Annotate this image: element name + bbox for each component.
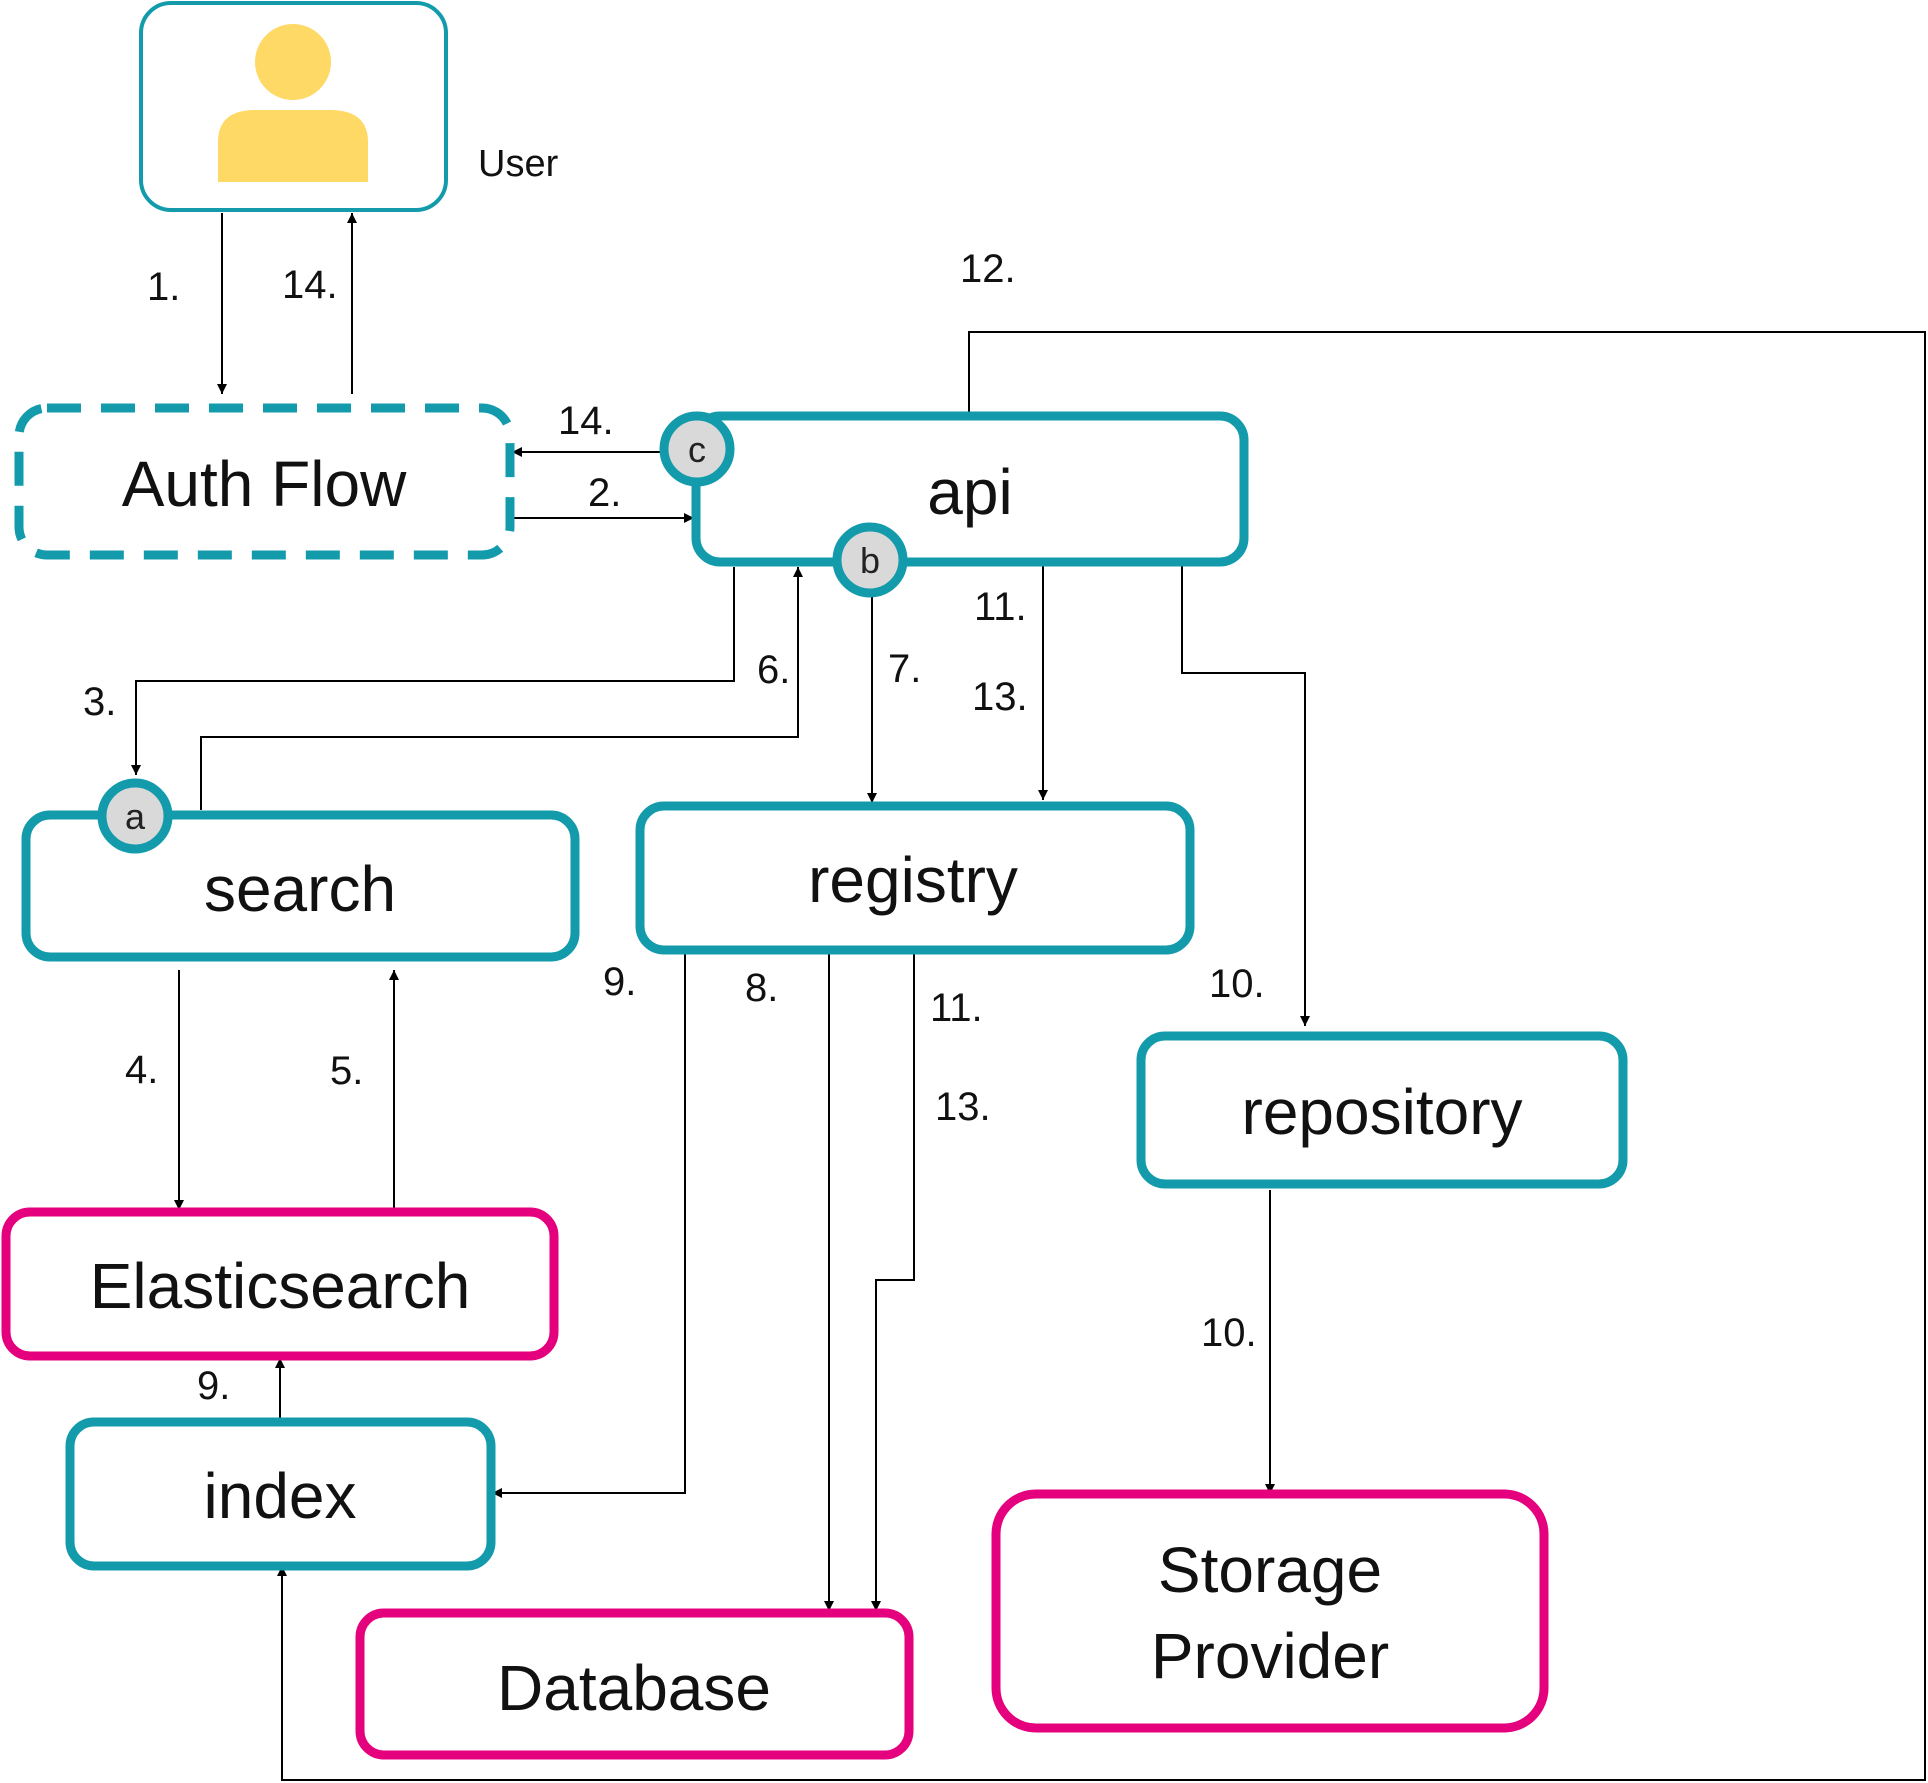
svg-text:c: c: [688, 429, 706, 470]
step-label: 9.: [197, 1364, 230, 1408]
edge-registry-to-index: [492, 953, 686, 1498]
search-node[interactable]: search: [21, 810, 580, 962]
svg-text:b: b: [860, 540, 880, 581]
step-label: 7.: [888, 647, 921, 691]
badge-c: c: [659, 411, 735, 487]
step-label: 3.: [83, 680, 116, 724]
badge-b: b: [832, 522, 908, 598]
registry-label: registry: [808, 844, 1018, 916]
step-label: 10.: [1209, 962, 1265, 1006]
step-labels: 1. 14. 12. 14. 2. 11. 3. 6. 7. 13. 9. 8.…: [83, 247, 1265, 1408]
step-label: 1.: [147, 265, 180, 309]
user-label: User: [478, 143, 559, 185]
step-label: 2.: [588, 471, 621, 515]
auth-flow-node[interactable]: Auth Flow: [14, 403, 515, 560]
repository-node[interactable]: repository: [1136, 1031, 1628, 1189]
user-node: [139, 1, 448, 212]
repository-label: repository: [1242, 1076, 1523, 1148]
step-label: 6.: [757, 648, 790, 692]
step-label: 14.: [558, 399, 614, 443]
registry-node[interactable]: registry: [635, 801, 1195, 955]
step-label: 9.: [603, 960, 636, 1004]
step-label: 14.: [282, 263, 338, 307]
step-label: 11.: [974, 585, 1027, 629]
index-label: index: [204, 1460, 357, 1532]
storage-provider-node[interactable]: Storage Provider: [991, 1489, 1549, 1733]
storage-provider-label-line1: Storage: [1158, 1534, 1382, 1606]
edge-api-to-repository: [1181, 564, 1310, 1026]
api-node[interactable]: api: [691, 411, 1249, 567]
database-node[interactable]: Database: [355, 1608, 914, 1760]
step-label: 13.: [972, 675, 1028, 719]
search-label: search: [204, 853, 396, 925]
storage-provider-label-line2: Provider: [1151, 1620, 1389, 1692]
connectors: [131, 213, 1926, 1781]
index-node[interactable]: index: [65, 1417, 496, 1571]
step-label: 10.: [1201, 1311, 1257, 1355]
step-label: 12.: [960, 247, 1016, 291]
edge-search-to-api: [200, 567, 803, 810]
svg-text:a: a: [125, 796, 146, 837]
elasticsearch-label: Elasticsearch: [90, 1250, 471, 1322]
edge-registry-to-database-11-13: [871, 953, 915, 1611]
step-label: 4.: [125, 1048, 158, 1092]
step-label: 11.: [930, 986, 983, 1030]
elasticsearch-node[interactable]: Elasticsearch: [1, 1207, 559, 1361]
step-label: 5.: [330, 1049, 363, 1093]
step-label: 13.: [935, 1085, 991, 1129]
database-label: Database: [497, 1652, 771, 1724]
edge-api-to-index-12: [277, 331, 1926, 1781]
api-label: api: [927, 456, 1012, 528]
badge-a: a: [97, 778, 173, 854]
auth-flow-label: Auth Flow: [122, 448, 407, 520]
person-icon: [218, 24, 368, 182]
step-label: 8.: [745, 966, 778, 1010]
edge-api-to-search: [131, 567, 735, 775]
